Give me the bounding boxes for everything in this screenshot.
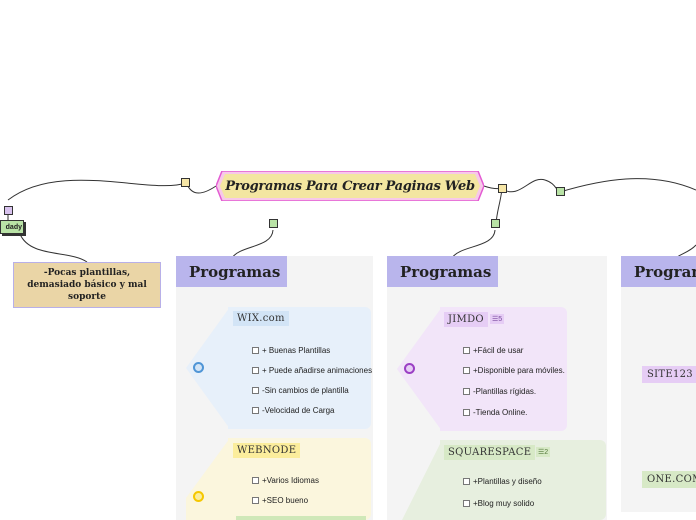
wix-item-3-text: -Sin cambios de plantilla [262,386,349,395]
jimdo-item-2-text: +Disponible para móviles. [473,366,565,375]
wix-panel-tail [186,307,230,429]
collapse-toggle-left[interactable] [181,178,190,187]
wix-item-1[interactable]: + Buenas Plantillas [252,346,330,355]
group-header-1[interactable]: Programas [176,256,287,287]
central-topic-label: Programas Para Crear Paginas Web [225,178,475,194]
checkbox-icon[interactable] [463,367,470,374]
jimdo-item-3-text: -Plantillas rígidas. [473,387,537,396]
squarespace-item-2[interactable]: +Blog muy solido [463,499,534,508]
checkbox-icon[interactable] [463,409,470,416]
site123-node[interactable]: SITE123 [642,366,696,383]
collapse-toggle-group1[interactable] [269,219,278,228]
checkbox-icon[interactable] [463,500,470,507]
collapse-toggle-group3[interactable] [556,187,565,196]
group-header-3[interactable]: Programas [621,256,696,287]
jimdo-item-3[interactable]: -Plantillas rígidas. [463,387,536,396]
webnode-item-1[interactable]: +Varios Idiomas [252,476,319,485]
jimdo-panel-tail [397,307,442,431]
webnode-label[interactable]: WEBNODE [233,443,301,458]
jimdo-badge-count: 5 [498,316,503,323]
wix-item-3[interactable]: -Sin cambios de plantilla [252,386,349,395]
onecom-node[interactable]: ONE.COM [642,471,696,488]
group-panel-3 [621,256,696,512]
squarespace-badge-count: 2 [544,449,549,456]
wix-panel [228,307,371,429]
webnode-item-2-text: +SEO bueno [262,496,309,505]
checkbox-icon[interactable] [252,477,259,484]
group-header-2[interactable]: Programas [387,256,498,287]
next-subtopic-edge [236,516,366,520]
checkbox-icon[interactable] [252,387,259,394]
squarespace-item-2-text: +Blog muy solido [473,499,535,508]
central-topic[interactable]: Programas Para Crear Paginas Web [216,171,484,201]
jimdo-label[interactable]: JIMDO [444,312,488,327]
checkbox-icon[interactable] [252,497,259,504]
jimdo-item-4-text: -Tienda Online. [473,408,528,417]
squarespace-item-1[interactable]: +Plantillas y diseño [463,477,542,486]
webnode-panel-tail [186,438,230,520]
checkbox-icon[interactable] [463,347,470,354]
squarespace-label[interactable]: SQUARESPACE [444,445,536,460]
wix-label[interactable]: WIX.com [233,311,289,326]
wix-item-1-text: + Buenas Plantillas [262,346,331,355]
jimdo-item-2[interactable]: +Disponible para móviles. [463,366,565,375]
collapse-toggle-group2[interactable] [491,219,500,228]
collapse-toggle-right[interactable] [498,184,507,193]
jimdo-item-1-text: +Fácil de usar [473,346,524,355]
checkbox-icon[interactable] [252,407,259,414]
squarespace-task-badge[interactable]: ☰2 [536,447,551,457]
checkbox-icon[interactable] [463,388,470,395]
jimdo-item-1[interactable]: +Fácil de usar [463,346,523,355]
webnode-node-circle[interactable] [193,491,204,502]
checkbox-icon[interactable] [463,478,470,485]
godaddy-node[interactable]: dady [0,220,24,234]
wix-item-4-text: -Velocidad de Carga [262,406,335,415]
webnode-item-1-text: +Varios Idiomas [262,476,319,485]
wix-item-2-text: + Puede añadirse animaciones [262,366,373,375]
jimdo-node-circle[interactable] [404,363,415,374]
checkbox-icon[interactable] [252,347,259,354]
collapse-toggle-godaddy[interactable] [4,206,13,215]
godaddy-note[interactable]: -Pocas plantillas, demasiado básico y ma… [13,262,161,308]
central-topic-shape [216,171,484,201]
squarespace-panel-tail [402,440,442,520]
wix-item-4[interactable]: -Velocidad de Carga [252,406,335,415]
squarespace-item-1-text: +Plantillas y diseño [473,477,542,486]
tasks-icon: ☰ [538,449,545,456]
jimdo-panel [440,307,567,431]
wix-item-2[interactable]: + Puede añadirse animaciones [252,366,372,375]
jimdo-item-4[interactable]: -Tienda Online. [463,408,527,417]
webnode-item-2[interactable]: +SEO bueno [252,496,308,505]
wix-node-circle[interactable] [193,362,204,373]
checkbox-icon[interactable] [252,367,259,374]
tasks-icon: ☰ [492,316,499,323]
jimdo-task-badge[interactable]: ☰5 [490,314,505,324]
